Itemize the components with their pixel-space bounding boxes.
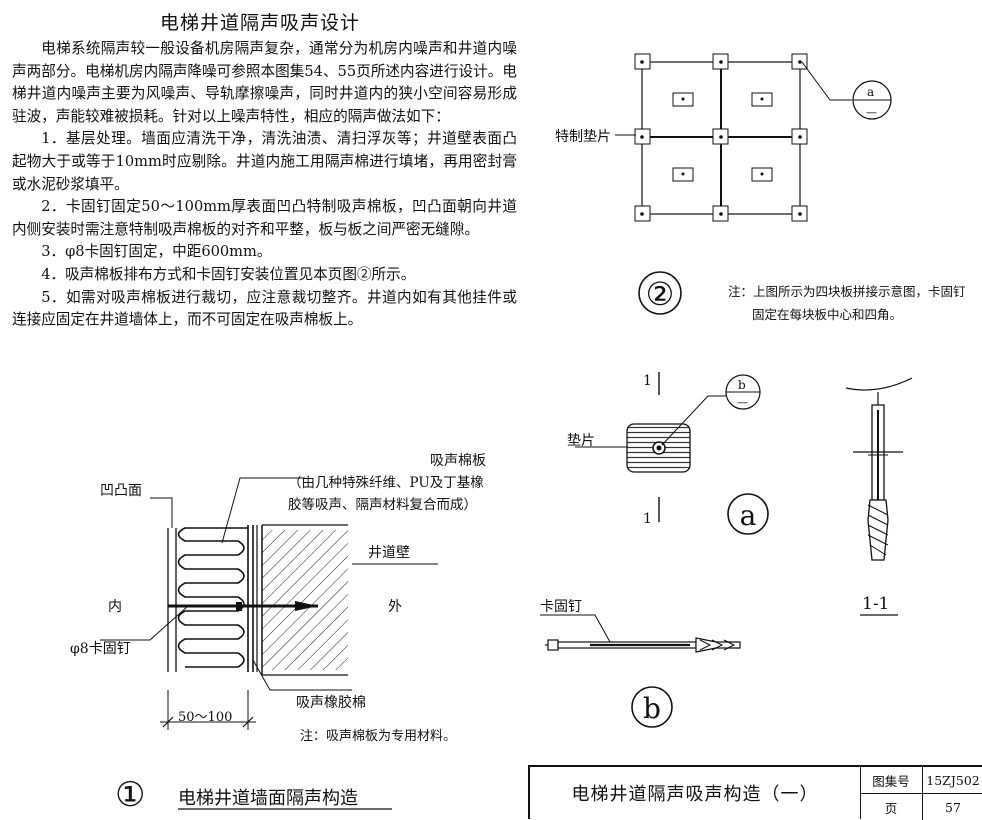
detail-2-number: ② xyxy=(646,275,675,313)
step-1: 1．基层处理。墙面应清洗干净，清洗油渍、清扫浮灰等；井道壁表面凸起物大于或等于1… xyxy=(12,130,517,193)
step-3: 3．φ8卡固钉固定，中距600mm。 xyxy=(41,243,272,261)
pad-label: 垫片 xyxy=(567,433,595,449)
detail-2-note-line2: 固定在每块板中心和四角。 xyxy=(752,307,902,322)
detail-b-number: b xyxy=(643,692,661,725)
step-4: 4．吸声棉板排布方式和卡固钉安装位置见本页图②所示。 xyxy=(41,265,416,283)
callout-a-letter: a xyxy=(867,85,874,99)
detail-b-nail xyxy=(540,614,741,653)
step-2: 2．卡固钉固定50～100mm厚表面凹凸特制吸声棉板，凹凸面朝向井道内侧安装时需… xyxy=(12,198,517,238)
shaft-wall-label: 井道壁 xyxy=(368,545,410,561)
callout-a-sub: — xyxy=(866,106,877,119)
section-mark-top: 1 xyxy=(643,373,652,389)
detail-a-pad xyxy=(575,372,761,522)
detail-a-number: a xyxy=(740,499,757,532)
special-pad-label: 特制垫片 xyxy=(555,129,611,145)
detail-2-note-line1: 注：上图所示为四块板拼接示意图，卡固钉 xyxy=(728,284,966,299)
detail-a-number-circle xyxy=(727,493,769,535)
board-label: 吸声棉板 xyxy=(430,452,486,469)
thickness-dimension: 50～100 xyxy=(178,710,232,725)
detail-2-board-layout xyxy=(615,53,892,222)
detail-1-note: 注：吸声棉板为专用材料。 xyxy=(300,729,456,744)
section-1-1-nail xyxy=(845,377,913,561)
detail-1-wall-section xyxy=(100,477,438,730)
intro-paragraph: 电梯系统隔声较一般设备机房隔声复杂，通常分为机房内噪声和井道内噪声两部分。电梯机… xyxy=(12,40,517,125)
page-title: 电梯井道隔声吸声设计 xyxy=(160,12,361,34)
step-5: 5．如需对吸声棉板进行裁切，应注意裁切整齐。井道内如有其他挂件或连接应固定在井道… xyxy=(12,288,517,329)
nail-label: φ8卡固钉 xyxy=(70,641,131,657)
page-label: 页 xyxy=(860,794,923,820)
section-mark-bottom: 1 xyxy=(643,511,652,527)
design-description: 电梯系统隔声较一般设备机房隔声复杂，通常分为机房内噪声和井道内噪声两部分。电梯机… xyxy=(12,38,517,332)
detail-1-caption: 电梯井道墙面隔声构造 xyxy=(178,788,358,809)
absorbent-board-wave xyxy=(177,527,248,668)
detail-b-number-circle xyxy=(631,686,673,728)
nail-b-label: 卡固钉 xyxy=(540,599,582,615)
concave-label: 凹凸面 xyxy=(100,483,142,499)
detail-2-number-circle xyxy=(638,271,682,315)
section-1-1-label: 1-1 xyxy=(862,594,889,614)
atlas-value: 15ZJ502 xyxy=(922,767,982,794)
inner-label: 内 xyxy=(108,599,122,615)
title-block: 电梯井道隔声吸声构造（一） 图集号 15ZJ502 页 57 xyxy=(528,765,982,820)
drawing-title: 电梯井道隔声吸声构造（一） xyxy=(530,767,861,819)
atlas-label: 图集号 xyxy=(860,767,923,794)
wall-break-lines xyxy=(262,524,348,676)
callout-b-letter: b xyxy=(738,378,746,392)
board-desc-line1: （由几种特殊纤维、PU及丁基橡 xyxy=(288,474,484,491)
shaft-wall-hatch xyxy=(262,530,348,670)
page-value: 57 xyxy=(945,799,961,815)
rubber-label: 吸声橡胶棉 xyxy=(296,694,366,711)
board-desc-line2: 胶等吸声、隔声材料复合而成） xyxy=(288,496,477,513)
detail-1-number: ① xyxy=(115,775,145,815)
callout-b-sub: — xyxy=(737,396,748,409)
outer-label: 外 xyxy=(388,599,402,615)
